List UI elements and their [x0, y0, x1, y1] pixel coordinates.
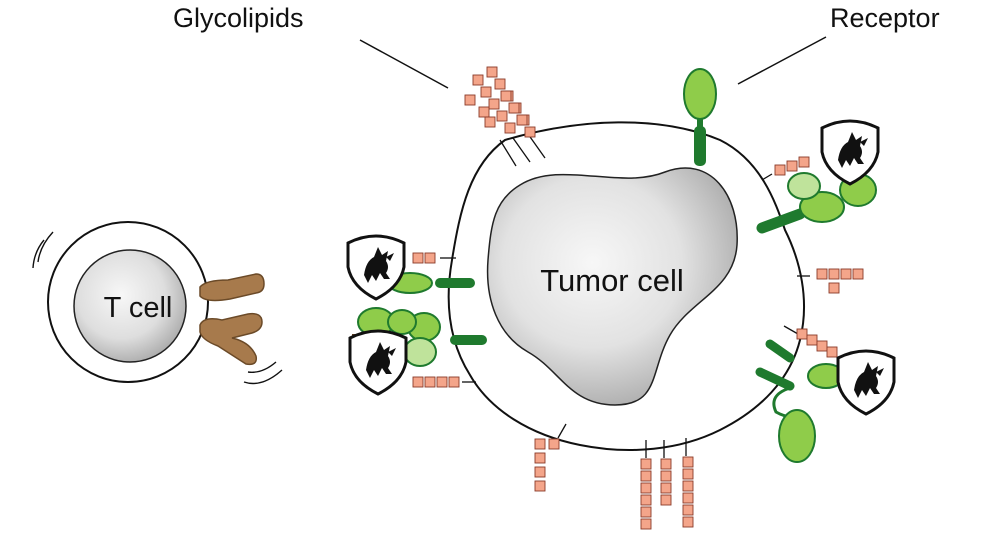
glycolipid-right [797, 268, 864, 294]
shield-crest-icon [820, 119, 880, 186]
t-cell-nucleus [73, 249, 187, 363]
receptor-right-lower [755, 339, 845, 463]
glycolipid-top-cluster [464, 66, 546, 167]
receptor-callout-line [737, 36, 827, 85]
motion-marks-icon [32, 231, 283, 385]
receptor-top [683, 68, 717, 166]
glycolipid-right-upper [761, 156, 810, 181]
glycolipid-left-lower [412, 376, 476, 388]
shield-crest-icon [348, 329, 408, 396]
t-cell-receptor-icon [199, 273, 265, 366]
shield-crest-icon [836, 349, 896, 416]
glycolipid-bottom-cluster [640, 438, 694, 530]
tumor-cell-label: Tumor cell [540, 263, 684, 298]
tumor-nucleus [486, 167, 738, 406]
glycolipid-right-lower [783, 325, 838, 358]
glycolipids-callout-line [359, 39, 449, 89]
t-cell-label: T cell [104, 292, 173, 324]
t-cell: T cell [32, 221, 283, 385]
receptor-label: Receptor [830, 3, 940, 33]
receptor-right-upper [756, 172, 877, 234]
receptor-left-lower [352, 307, 487, 367]
glycolipid-left-upper [412, 252, 456, 264]
glycolipids-label: Glycolipids [173, 3, 304, 33]
glycolipid-bottom-left [534, 423, 567, 492]
